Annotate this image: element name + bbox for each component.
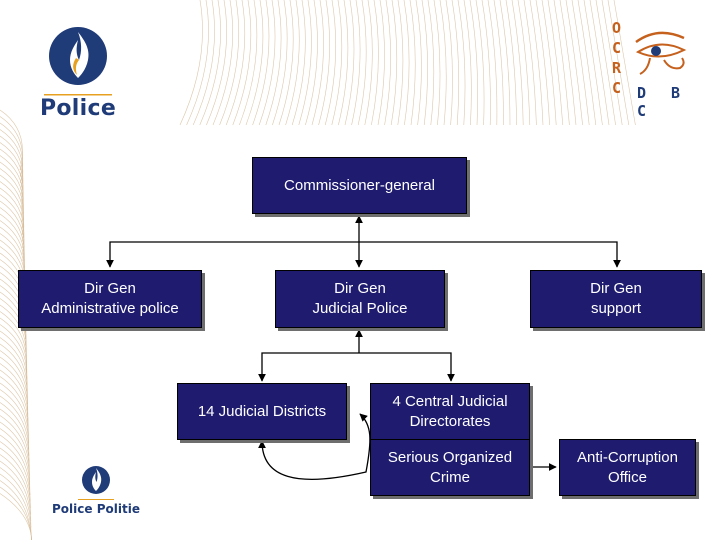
box-commissioner-general: Commissioner-general: [252, 157, 467, 214]
box-crime-line1: Serious Organized: [387, 448, 513, 466]
police-flame-emblem-icon: [44, 27, 112, 96]
police-politie-logo: Police Politie: [48, 462, 144, 522]
connector-districts-serious-crime: [258, 413, 371, 481]
ocrc-dbc-logo: O C R C D B C: [612, 18, 692, 120]
ocrc-letter: O: [612, 19, 622, 37]
box-judicial-line1: Dir Gen: [334, 280, 386, 297]
box-anticorruption-line1: Anti-Corruption: [577, 448, 678, 466]
box-dir-gen-support: Dir Gen support: [530, 270, 702, 328]
police-politie-flame-icon: [78, 466, 114, 500]
box-serious-organized-crime: Serious Organized Crime: [370, 439, 530, 496]
box-judicial-line2: Judicial Police: [312, 300, 408, 317]
ocrc-letters: O C R C: [612, 18, 626, 98]
ocrc-letter: C: [612, 39, 622, 57]
box-admin-line1: Dir Gen: [84, 280, 136, 297]
box-dir-gen-administrative-police: Dir Gen Administrative police: [18, 270, 202, 328]
box-commissioner-general-label: Commissioner-general: [284, 176, 435, 194]
connector-judicial-districts: [258, 352, 359, 382]
ocrc-letter: C: [612, 79, 622, 97]
connector-judicial-directorates: [359, 352, 455, 382]
box-admin-line2: Administrative police: [41, 300, 179, 317]
eye-of-horus-icon: [635, 31, 687, 75]
box-support-line2: support: [590, 300, 642, 317]
police-logo: Police: [38, 18, 118, 121]
police-logo-text: Police: [39, 96, 117, 121]
box-4-central-judicial-directorates: 4 Central Judicial Directorates: [370, 383, 530, 440]
box-directorates-line2: Directorates: [409, 412, 491, 430]
box-dir-gen-judicial-police: Dir Gen Judicial Police: [275, 270, 445, 328]
police-politie-text: Police Politie: [52, 502, 140, 516]
box-directorates-line1: 4 Central Judicial: [392, 392, 508, 410]
box-anti-corruption-office: Anti-Corruption Office: [559, 439, 696, 496]
box-support-line1: Dir Gen: [590, 280, 642, 297]
box-14-judicial-districts: 14 Judicial Districts: [177, 383, 347, 440]
box-crime-line2: Crime: [429, 468, 470, 486]
box-anticorruption-line2: Office: [608, 468, 647, 486]
ocrc-letter: R: [612, 59, 622, 77]
ocrc-dbc-text: D B C: [637, 84, 689, 120]
connector-dirgen-branch: [106, 241, 621, 268]
box-districts-label: 14 Judicial Districts: [197, 402, 327, 420]
